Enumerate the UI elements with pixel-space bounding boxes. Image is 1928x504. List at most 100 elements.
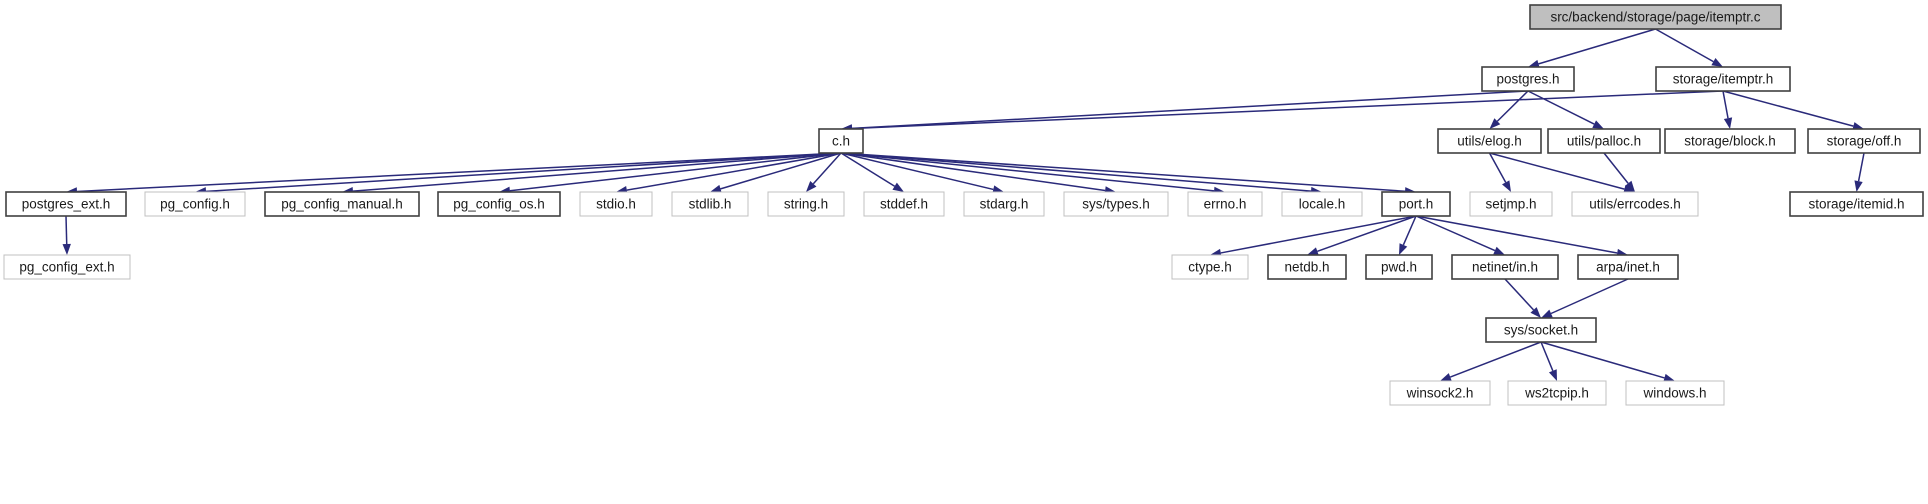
edge-line <box>1415 215 1618 254</box>
graph-node-netdb_h[interactable]: netdb.h <box>1267 254 1347 280</box>
node-box[interactable] <box>437 191 561 217</box>
graph-node-postgres_ext_h[interactable]: postgres_ext.h <box>5 191 127 217</box>
graph-node-string_h[interactable]: string.h <box>767 191 845 217</box>
edge-line <box>1415 215 1496 252</box>
graph-node-netinet_in_h[interactable]: netinet/in.h <box>1451 254 1559 280</box>
graph-node-postgres_h[interactable]: postgres.h <box>1481 66 1575 92</box>
edge-c_h-to-locale_h <box>840 152 1322 196</box>
edge-line <box>1449 341 1542 378</box>
node-box[interactable] <box>1507 380 1607 406</box>
node-box[interactable] <box>1171 254 1249 280</box>
edge-arrowhead <box>892 182 904 192</box>
node-box[interactable] <box>1451 254 1559 280</box>
edge-itemptr_c-to-postgres_h <box>1528 28 1656 68</box>
graph-node-winsock2_h[interactable]: winsock2.h <box>1389 380 1491 406</box>
graph-node-pg_config_manual_h[interactable]: pg_config_manual.h <box>264 191 420 217</box>
edge-line <box>840 152 896 187</box>
graph-node-storage_block_h[interactable]: storage/block.h <box>1664 128 1796 154</box>
node-box[interactable] <box>863 191 945 217</box>
edge-arrowhead <box>1663 373 1675 382</box>
node-box[interactable] <box>1789 191 1924 217</box>
edge-arrowhead <box>1502 180 1511 192</box>
node-box[interactable] <box>1389 380 1491 406</box>
node-box[interactable] <box>1485 317 1597 343</box>
edge-arrowhead <box>1624 180 1635 192</box>
node-box[interactable] <box>1571 191 1699 217</box>
edge-arrowhead <box>1440 373 1452 381</box>
node-box[interactable] <box>264 191 420 217</box>
graph-node-storage_off_h[interactable]: storage/off.h <box>1807 128 1921 154</box>
edge-line <box>1488 152 1507 183</box>
edge-line <box>76 152 842 193</box>
edge-line <box>851 90 1724 130</box>
edge-arrowhead <box>1854 180 1863 192</box>
graph-node-setjmp_h[interactable]: setjmp.h <box>1469 191 1553 217</box>
graph-node-utils_elog_h[interactable]: utils/elog.h <box>1437 128 1542 154</box>
graph-node-utils_errcodes_h[interactable]: utils/errcodes.h <box>1571 191 1699 217</box>
node-box[interactable] <box>1365 254 1433 280</box>
graph-node-pg_config_h[interactable]: pg_config.h <box>144 191 246 217</box>
node-box[interactable] <box>144 191 246 217</box>
graph-node-sys_types_h[interactable]: sys/types.h <box>1063 191 1169 217</box>
graph-node-utils_palloc_h[interactable]: utils/palloc.h <box>1547 128 1661 154</box>
graph-node-ws2tcpip_h[interactable]: ws2tcpip.h <box>1507 380 1607 406</box>
node-box[interactable] <box>5 191 127 217</box>
edge-line <box>720 152 842 190</box>
edge-c_h-to-stddef_h <box>840 152 904 192</box>
edge-storage_itemptr_h-to-storage_block_h <box>1722 90 1733 129</box>
node-box[interactable] <box>963 191 1045 217</box>
edge-line <box>840 152 994 191</box>
graph-node-windows_h[interactable]: windows.h <box>1625 380 1725 406</box>
edge-arrowhead <box>1530 307 1541 318</box>
edge-postgres_h-to-utils_palloc_h <box>1527 90 1604 129</box>
graph-node-sys_socket_h[interactable]: sys/socket.h <box>1485 317 1597 343</box>
edge-arrowhead <box>1723 117 1733 129</box>
graph-node-port_h[interactable]: port.h <box>1381 191 1451 217</box>
edge-storage_off_h-to-storage_itemid_h <box>1854 152 1865 192</box>
edge-arrowhead <box>806 181 817 192</box>
node-box[interactable] <box>1267 254 1347 280</box>
node-box[interactable] <box>1063 191 1169 217</box>
graph-node-arpa_inet_h[interactable]: arpa/inet.h <box>1577 254 1679 280</box>
graph-node-pwd_h[interactable]: pwd.h <box>1365 254 1433 280</box>
graph-node-pg_config_ext_h[interactable]: pg_config_ext.h <box>3 254 131 280</box>
node-box[interactable] <box>1625 380 1725 406</box>
node-box[interactable] <box>1187 191 1263 217</box>
node-box[interactable] <box>1281 191 1363 217</box>
graph-node-stdlib_h[interactable]: stdlib.h <box>671 191 749 217</box>
graph-node-itemptr_c[interactable]: src/backend/storage/page/itemptr.c <box>1529 4 1782 30</box>
edge-line <box>509 152 842 192</box>
edge-line <box>1220 215 1417 254</box>
edge-c_h-to-string_h <box>806 152 842 192</box>
graph-node-storage_itemptr_h[interactable]: storage/itemptr.h <box>1655 66 1791 92</box>
edge-arrowhead <box>1399 243 1408 255</box>
node-box[interactable] <box>1469 191 1553 217</box>
graph-node-stddef_h[interactable]: stddef.h <box>863 191 945 217</box>
edge-line <box>1722 90 1729 119</box>
node-box[interactable] <box>1547 128 1661 154</box>
node-box[interactable] <box>671 191 749 217</box>
node-box[interactable] <box>818 128 864 154</box>
node-box[interactable] <box>1664 128 1796 154</box>
node-box[interactable] <box>767 191 845 217</box>
node-box[interactable] <box>1437 128 1542 154</box>
graph-node-c_h[interactable]: c.h <box>818 128 864 154</box>
graph-node-stdarg_h[interactable]: stdarg.h <box>963 191 1045 217</box>
node-box[interactable] <box>1807 128 1921 154</box>
graph-node-stdio_h[interactable]: stdio.h <box>579 191 653 217</box>
edge-line <box>1489 152 1625 190</box>
graph-node-pg_config_os_h[interactable]: pg_config_os.h <box>437 191 561 217</box>
graph-node-ctype_h[interactable]: ctype.h <box>1171 254 1249 280</box>
node-box[interactable] <box>1655 66 1791 92</box>
node-box[interactable] <box>1481 66 1575 92</box>
node-box[interactable] <box>3 254 131 280</box>
node-box[interactable] <box>1577 254 1679 280</box>
graph-node-locale_h[interactable]: locale.h <box>1281 191 1363 217</box>
graph-node-errno_h[interactable]: errno.h <box>1187 191 1263 217</box>
node-box[interactable] <box>1381 191 1451 217</box>
node-box[interactable] <box>1529 4 1782 30</box>
graph-node-storage_itemid_h[interactable]: storage/itemid.h <box>1789 191 1924 217</box>
node-box[interactable] <box>579 191 653 217</box>
